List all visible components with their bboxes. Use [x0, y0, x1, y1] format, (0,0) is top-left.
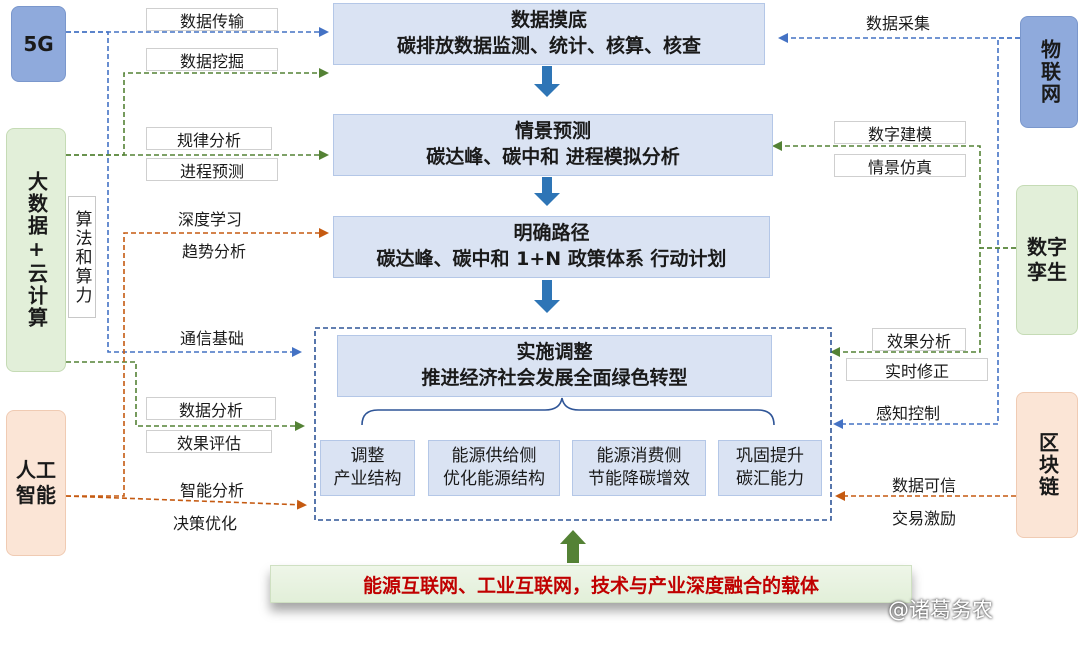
block-blockchain-text: 区块链 — [1035, 432, 1060, 498]
line-iot-sensing — [833, 37, 1020, 429]
sub-3-line2: 节能降碳增效 — [588, 469, 690, 489]
label-effect-eval: 效果评估 — [146, 430, 272, 453]
block-digital-twin: 数字孪生 — [1016, 185, 1078, 335]
step-3-detail: 碳达峰、碳中和 1+N 政策体系 行动计划 — [376, 248, 727, 270]
step-1-detail: 碳排放数据监测、统计、核算、核查 — [396, 35, 701, 57]
block-iot: 物联网 — [1020, 16, 1078, 128]
flow-arrows — [534, 66, 560, 313]
step-4-detail: 推进经济社会发展全面绿色转型 — [421, 367, 688, 389]
block-5g: 5G — [11, 6, 66, 82]
block-iot-text: 物联网 — [1037, 39, 1062, 105]
sub-2-line2: 优化能源结构 — [443, 469, 545, 489]
flow-arrow-2 — [534, 177, 560, 206]
label-trade-incentive: 交易激励 — [891, 508, 956, 528]
up-arrow-bottom — [560, 530, 586, 563]
line-twin-effect — [830, 247, 1016, 357]
label-data-analysis: 数据分析 — [146, 397, 276, 420]
sub-carbon-sink: 巩固提升 碳汇能力 — [718, 440, 822, 496]
sub-1-line1: 调整 — [350, 446, 385, 467]
step-2-title: 情景预测 — [514, 120, 591, 143]
label-sensing-control: 感知控制 — [875, 403, 940, 423]
label-digital-model: 数字建模 — [834, 121, 966, 144]
label-data-transfer: 数据传输 — [146, 8, 278, 31]
line-5g-comm-infra — [66, 31, 302, 357]
block-algo-power: 算法和算力 — [68, 196, 96, 318]
implement-frame — [314, 327, 832, 521]
sub-brace — [361, 397, 775, 426]
sub-4-line1: 巩固提升 — [736, 446, 804, 467]
carrier-bar: 能源互联网、工业互联网，技术与产业深度融合的载体 — [270, 565, 912, 603]
block-algo-text: 算法和算力 — [71, 209, 92, 305]
label-decision-opt: 决策优化 — [172, 513, 237, 533]
flow-arrow-3 — [534, 280, 560, 313]
label-realtime-fix: 实时修正 — [846, 358, 988, 381]
label-data-mining: 数据挖掘 — [146, 48, 278, 71]
label-deep-learning: 深度学习 — [177, 209, 242, 229]
block-ai: 人工智能 — [6, 410, 66, 556]
sub-4-line2: 碳汇能力 — [736, 469, 804, 489]
step-data-baseline: 数据摸底 碳排放数据监测、统计、核算、核查 — [333, 3, 765, 65]
step-scenario-forecast: 情景预测 碳达峰、碳中和 进程模拟分析 — [333, 114, 773, 176]
flow-arrow-1 — [534, 66, 560, 97]
label-pattern-analysis: 规律分析 — [146, 127, 272, 150]
block-twin-text: 数字孪生 — [1027, 235, 1067, 284]
label-data-collect: 数据采集 — [865, 13, 930, 33]
block-bigdata-text: 大数据+云计算 — [24, 171, 49, 329]
step-2-detail: 碳达峰、碳中和 进程模拟分析 — [426, 146, 680, 168]
label-trend-analysis: 趋势分析 — [181, 241, 246, 261]
block-bigdata-cloud: 大数据+云计算 — [6, 128, 66, 372]
watermark: @诸葛务农 — [888, 598, 993, 622]
step-1-title: 数据摸底 — [510, 9, 587, 32]
sub-1-line2: 产业结构 — [333, 469, 402, 489]
label-scenario-sim: 情景仿真 — [834, 154, 966, 177]
block-ai-text: 人工智能 — [16, 458, 56, 507]
label-comm-infra: 通信基础 — [179, 328, 244, 348]
line-bigdata-analysis — [66, 361, 305, 431]
sub-3-line1: 能源消费侧 — [596, 446, 682, 467]
step-clear-path: 明确路径 碳达峰、碳中和 1+N 政策体系 行动计划 — [333, 216, 770, 278]
label-data-trust: 数据可信 — [891, 475, 956, 495]
step-4-title: 实施调整 — [516, 341, 593, 364]
label-process-forecast: 进程预测 — [146, 158, 278, 181]
step-implement-adjust: 实施调整 推进经济社会发展全面绿色转型 — [337, 335, 772, 397]
step-3-title: 明确路径 — [513, 222, 590, 245]
sub-industry-structure: 调整 产业结构 — [320, 440, 415, 496]
block-blockchain: 区块链 — [1016, 392, 1078, 538]
line-ai-deep-learning — [66, 228, 329, 497]
sub-2-line1: 能源供给侧 — [451, 446, 537, 467]
sub-energy-supply: 能源供给侧 优化能源结构 — [428, 440, 560, 496]
label-effect-analysis: 效果分析 — [872, 328, 966, 351]
sub-energy-consumption: 能源消费侧 节能降碳增效 — [572, 440, 706, 496]
label-smart-analysis: 智能分析 — [179, 480, 244, 500]
